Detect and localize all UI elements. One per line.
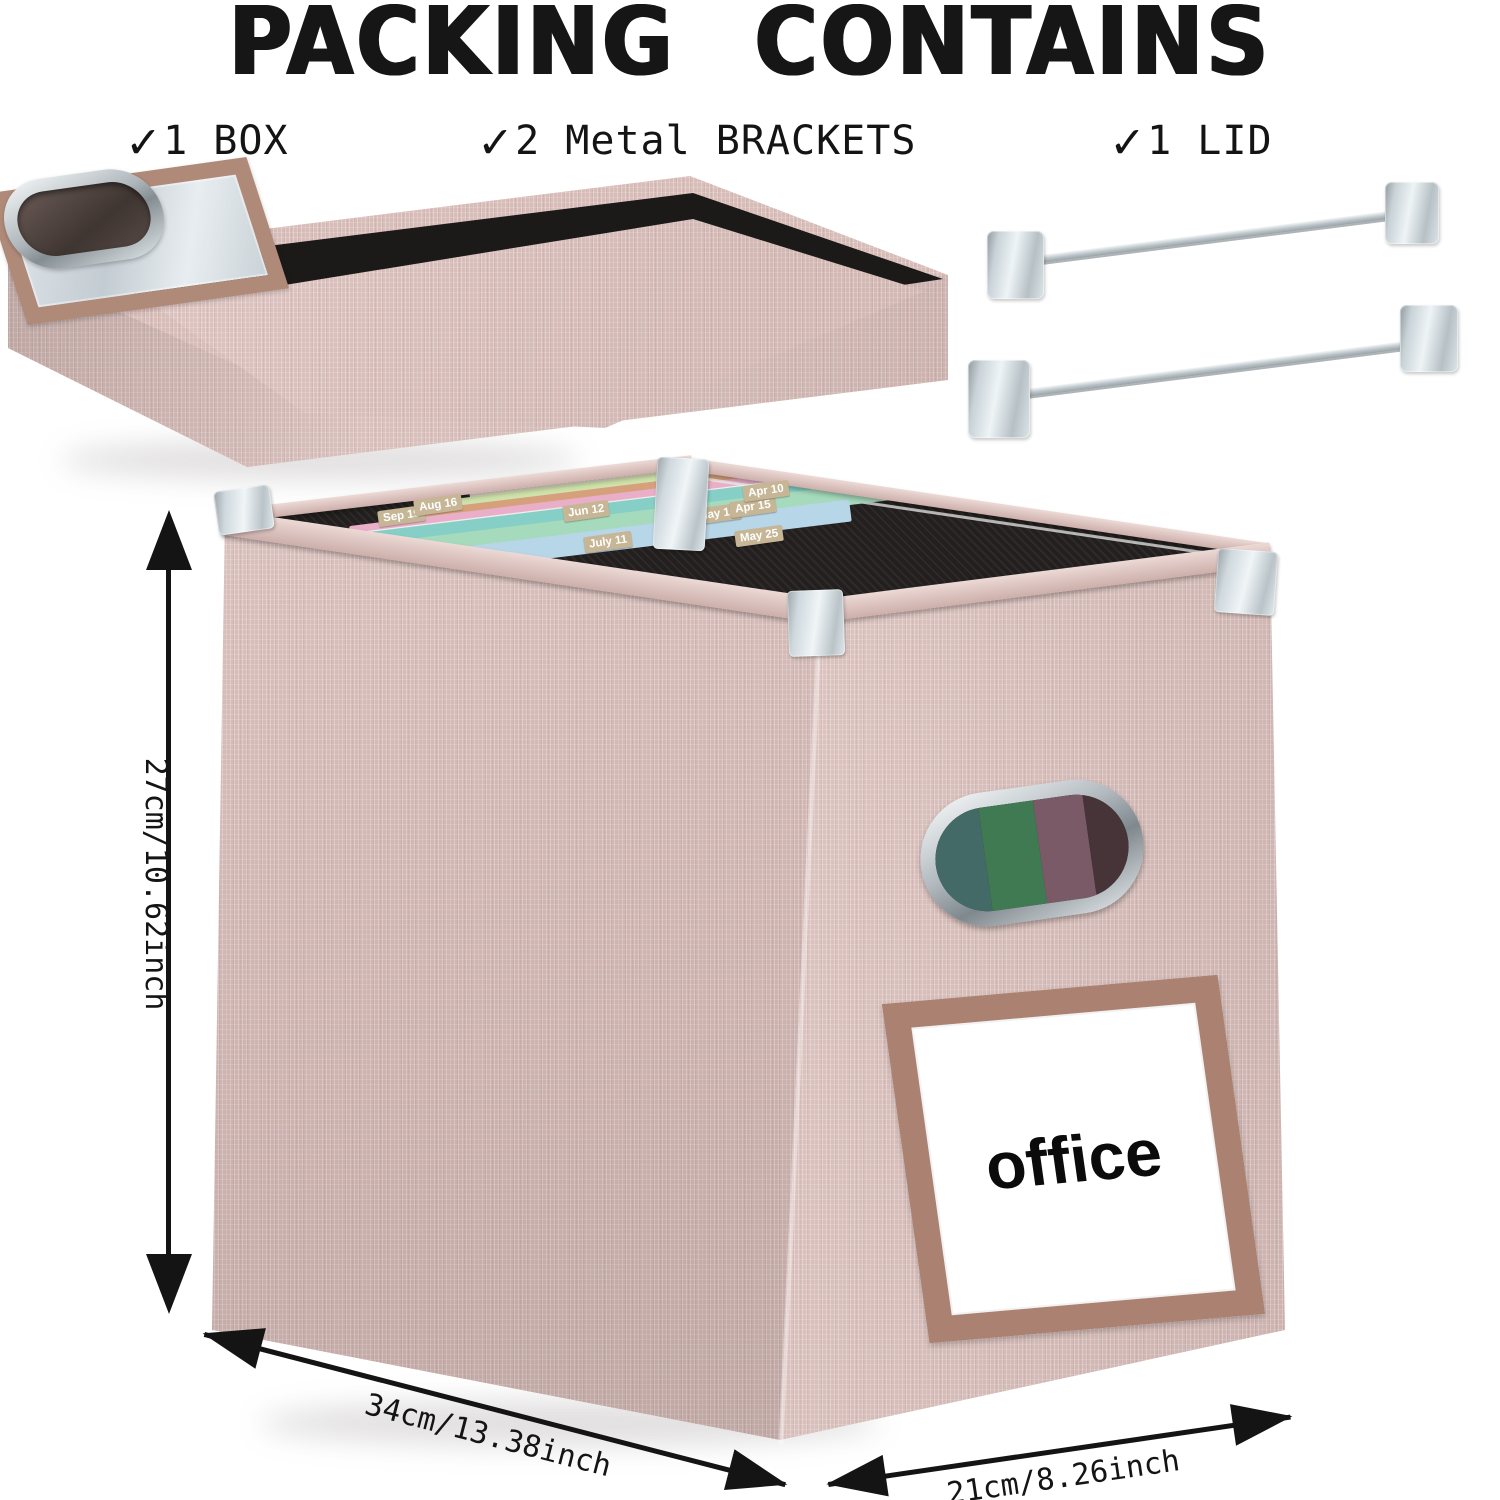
bracket-end-clip — [1400, 305, 1458, 372]
checklist-label: 1 BOX — [163, 118, 289, 164]
dimension-height-arrow: 27cm/10.62inch — [138, 510, 200, 1314]
dimension-height-label: 27cm/10.62inch — [138, 757, 173, 1011]
arrow-head-icon — [146, 1254, 192, 1314]
checklist-item-box: ✓1 BOX — [128, 112, 289, 170]
box-handle-opening — [928, 788, 1136, 918]
panel-shading — [212, 517, 820, 1440]
checklist-label: 1 LID — [1147, 118, 1273, 164]
box-label-text: office — [980, 1114, 1167, 1204]
check-icon: ✓ — [1112, 112, 1144, 170]
bracket-rail — [1017, 341, 1406, 398]
lid-handle-hole — [9, 177, 159, 261]
file-box-photo: Sep 19 Aug 16 Jun 12 July 11 May 15 Apr … — [150, 450, 1300, 1460]
bracket-end-clip — [1385, 182, 1439, 244]
corner-bracket-clip — [786, 589, 846, 657]
corner-bracket-clip — [1213, 547, 1279, 617]
box-side-panel — [212, 517, 820, 1440]
corner-bracket-clip — [213, 484, 275, 536]
bracket-end-clip — [987, 231, 1044, 299]
check-icon: ✓ — [480, 112, 512, 170]
metal-bracket — [975, 178, 1475, 318]
bracket-rail — [1032, 210, 1397, 264]
check-icon: ✓ — [128, 112, 160, 170]
page-title: PACKING CONTAINS — [228, 0, 1272, 97]
checklist-label: 2 Metal BRACKETS — [515, 118, 917, 164]
corner-bracket-clip — [652, 456, 710, 552]
metal-bracket — [958, 295, 1483, 450]
lid-photo — [0, 156, 965, 488]
arrow-line — [166, 524, 171, 1300]
bracket-end-clip — [968, 360, 1030, 438]
checklist-item-brackets: ✓2 Metal BRACKETS — [480, 112, 916, 170]
checklist-item-lid: ✓1 LID — [1112, 112, 1273, 170]
arrow-head-icon — [146, 510, 192, 570]
box-label-card: office — [881, 974, 1266, 1344]
